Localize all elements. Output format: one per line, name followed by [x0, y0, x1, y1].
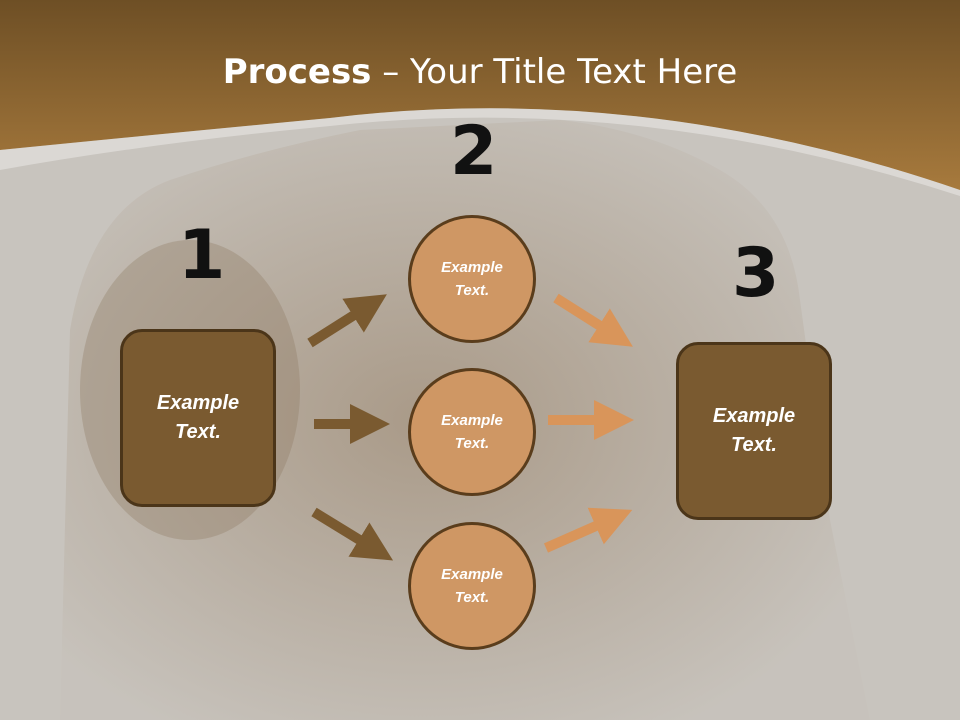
circle-bottom: Example Text.: [408, 522, 536, 650]
right-box-line2: Text.: [731, 434, 777, 456]
circle-top: Example Text.: [408, 215, 536, 343]
circle-bottom-line1: Example: [441, 566, 503, 583]
circle-middle: Example Text.: [408, 368, 536, 496]
circle-bottom-line2: Text.: [454, 589, 490, 606]
right-box-line1: Example: [712, 405, 796, 427]
left-box-line2: Text.: [175, 421, 221, 443]
arrow-left-top: [307, 294, 387, 348]
step-number-1: 1: [178, 216, 226, 295]
title-rest: – Your Title Text Here: [371, 52, 738, 92]
right-box: Example Text.: [676, 342, 832, 520]
circle-top-line1: Example: [441, 259, 503, 276]
left-box: Example Text.: [120, 329, 276, 507]
title-bold: Process: [222, 52, 372, 92]
left-box-line1: Example: [156, 392, 240, 414]
arrow-left-bottom: [311, 507, 394, 561]
arrow-right-top: [553, 293, 633, 347]
circle-middle-line1: Example: [441, 412, 503, 429]
slide-title: Process – Your Title Text Here: [0, 52, 960, 92]
step-number-2: 2: [450, 112, 498, 191]
step-number-3: 3: [732, 234, 780, 313]
circle-middle-line2: Text.: [454, 435, 490, 452]
circle-top-line2: Text.: [454, 282, 490, 299]
arrow-right-bottom: [543, 507, 633, 553]
